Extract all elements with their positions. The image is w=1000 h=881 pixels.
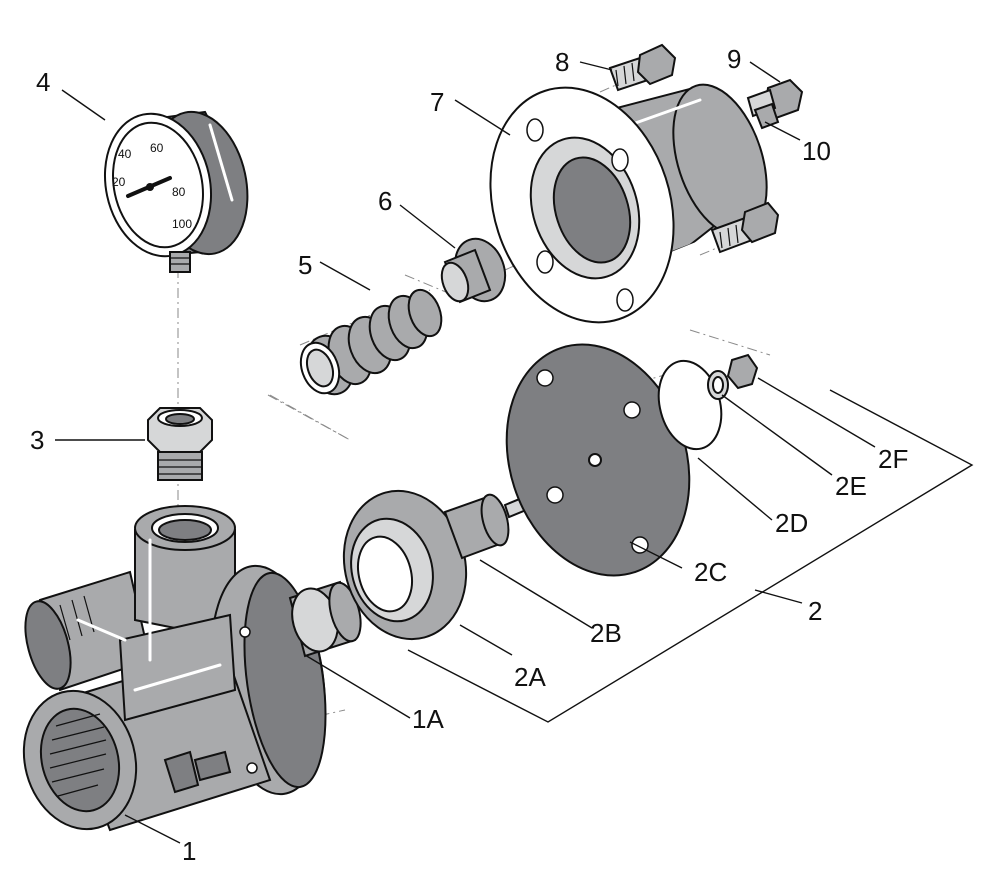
callout-6: 6 [378,186,392,216]
gauge-label-20: 20 [112,175,126,189]
callout-1: 1 [182,836,196,866]
bushing-part-3 [147,407,213,481]
callout-4: 4 [36,67,50,97]
gauge-label-60: 60 [150,141,164,155]
stem-part-2b [443,493,528,560]
gauge-label-100: 100 [172,217,192,231]
washer-part-10 [753,102,780,130]
callout-2a: 2A [514,662,546,692]
gauge-label-80: 80 [172,185,186,199]
spring-part-5 [269,288,443,441]
bracket-part-2 [407,389,974,723]
callout-5: 5 [298,250,312,280]
callout-2b: 2B [590,618,622,648]
callout-2c: 2C [694,557,727,587]
callout-3: 3 [30,425,44,455]
bonnet-part-7 [489,83,768,324]
callout-2e: 2E [835,471,867,501]
nut-part-2f [726,353,759,390]
spud-part-1a [288,580,362,658]
callout-2d: 2D [775,508,808,538]
valve-body-part-1 [22,505,327,832]
spring-button-part-6 [440,237,507,304]
pressure-gauge-part-4: 40 60 20 80 100 [103,110,249,273]
washer-part-2e [707,370,729,400]
callout-2f: 2F [878,444,908,474]
callout-9: 9 [727,44,741,74]
callout-1a: 1A [412,704,444,734]
callout-10: 10 [802,136,831,166]
seat-part-2a [342,489,468,641]
callout-7: 7 [430,87,444,117]
bolt-lower [710,201,780,254]
callout-8: 8 [555,47,569,77]
gauge-label-40: 40 [118,147,132,161]
bolt-part-8 [608,43,677,92]
leader-lines [55,61,974,844]
callout-labels: 1 1A 2 2A 2B 2C 2D 2E 2F 3 4 5 6 7 8 9 1… [30,44,908,866]
callout-2: 2 [808,596,822,626]
